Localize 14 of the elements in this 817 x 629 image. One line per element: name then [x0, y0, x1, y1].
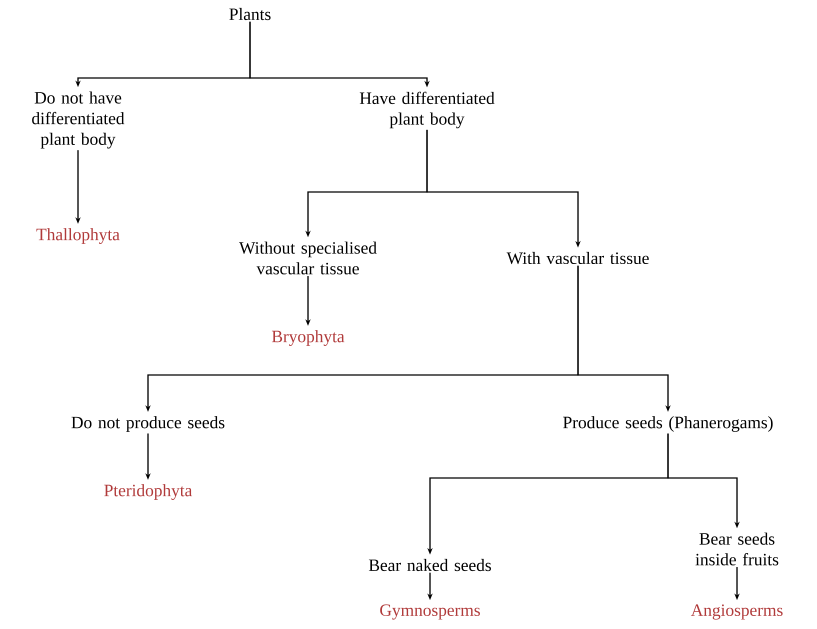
- group-name: Angiosperms: [690, 604, 783, 620]
- category-label: Bear seeds inside fruits: [695, 532, 778, 566]
- category-label: Plants: [229, 8, 271, 20]
- category-label: Have differentiated plant body: [360, 92, 495, 128]
- category-label: Do not have differentiated plant body: [32, 91, 124, 149]
- group-name: Bryophyta: [272, 330, 344, 346]
- category-label: With vascular tissue: [506, 252, 649, 264]
- category-label: Without specialised vascular tissue: [239, 242, 377, 274]
- category-label: Bear naked seeds: [368, 558, 491, 572]
- group-name: Gymnosperms: [380, 604, 480, 620]
- group-name: Thallophyta: [36, 228, 120, 244]
- category-label: Do not produce seeds: [72, 416, 224, 432]
- group-name: Pteridophyta: [104, 484, 192, 500]
- category-label: Produce seeds (Phanerogams): [563, 416, 773, 432]
